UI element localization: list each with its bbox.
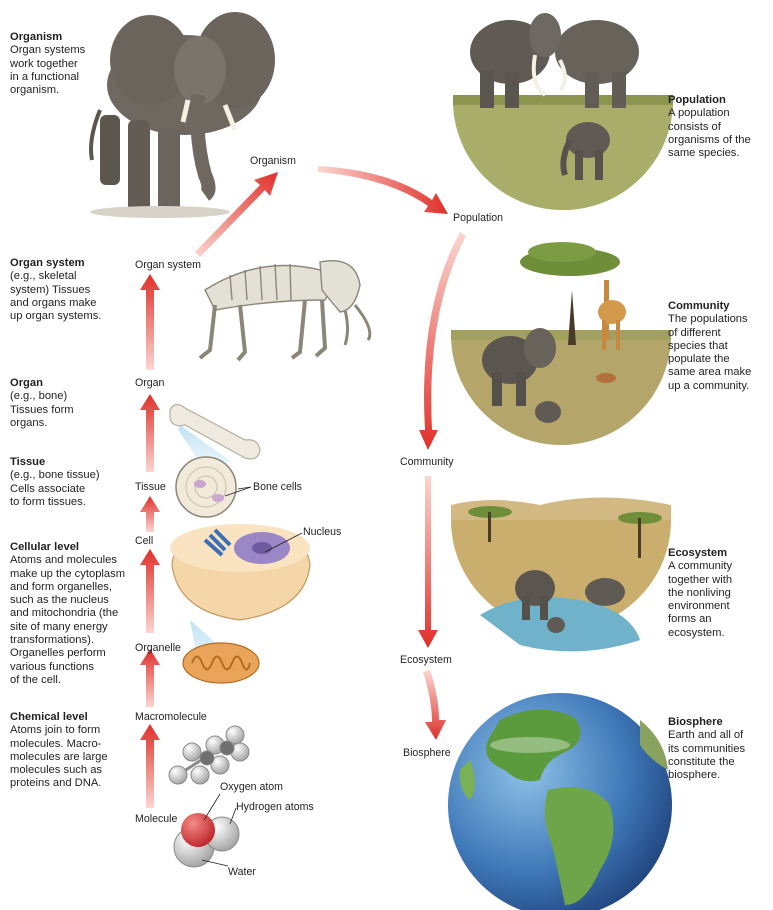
desc-cellular-level-title: Cellular level bbox=[10, 541, 80, 553]
label-biosphere: Biosphere bbox=[403, 747, 451, 759]
label-community: Community bbox=[400, 456, 454, 468]
bone-tissue bbox=[175, 456, 237, 518]
mitochondrion bbox=[182, 642, 260, 684]
desc-organism-title: Organism bbox=[10, 31, 63, 43]
desc-cellular-level: Cellular level Atoms and molecules make … bbox=[10, 541, 125, 687]
desc-organ-body: (e.g., bone) Tissues form organs. bbox=[10, 390, 74, 429]
desc-cellular-level-body: Atoms and molecules make up the cytoplas… bbox=[10, 554, 126, 686]
cell bbox=[170, 524, 311, 672]
desc-community: Community The populations of different s… bbox=[668, 300, 751, 393]
desc-ecosystem-title: Ecosystem bbox=[668, 547, 728, 559]
water-molecule bbox=[173, 793, 240, 868]
label-organelle: Organelle bbox=[135, 642, 181, 654]
earth-globe bbox=[448, 693, 672, 910]
desc-biosphere: Biosphere Earth and all of its communiti… bbox=[668, 716, 745, 782]
desc-organism-body: Organ systems work together in a functio… bbox=[10, 44, 86, 97]
bone-cells-leader-2 bbox=[224, 486, 252, 497]
desc-population-body: A population consists of organisms of th… bbox=[668, 107, 751, 160]
callout-hydrogen-atoms: Hydrogen atoms bbox=[236, 801, 314, 813]
elephant-organism bbox=[89, 12, 275, 218]
label-macromolecule: Macromolecule bbox=[135, 711, 207, 723]
callout-bone-cells: Bone cells bbox=[253, 481, 302, 493]
desc-organ-system-body: (e.g., skeletal system) Tissues and orga… bbox=[10, 270, 102, 323]
elephant-skeleton bbox=[198, 260, 372, 362]
nucleus-leader bbox=[264, 532, 303, 553]
callout-nucleus: Nucleus bbox=[303, 526, 342, 538]
desc-population-title: Population bbox=[668, 94, 726, 106]
desc-tissue-title: Tissue bbox=[10, 456, 46, 468]
callout-water: Water bbox=[228, 866, 256, 878]
desc-biosphere-body: Earth and all of its communities constit… bbox=[668, 729, 746, 782]
label-population: Population bbox=[453, 212, 504, 224]
desc-ecosystem-body: A community together with the nonliving … bbox=[668, 560, 733, 639]
desc-community-body: The populations of different species tha… bbox=[668, 313, 752, 392]
label-cell: Cell bbox=[135, 535, 154, 547]
desc-ecosystem: Ecosystem A community together with the … bbox=[668, 547, 732, 640]
desc-community-title: Community bbox=[668, 300, 730, 312]
left-arrows bbox=[140, 172, 278, 808]
desc-tissue: Tissue (e.g., bone tissue) Cells associa… bbox=[10, 456, 100, 509]
label-tissue: Tissue bbox=[135, 481, 166, 493]
desc-tissue-body: (e.g., bone tissue) Cells associate to f… bbox=[10, 469, 100, 508]
label-organ-system: Organ system bbox=[135, 259, 201, 271]
community-scene bbox=[451, 242, 671, 445]
desc-chemical-level: Chemical level Atoms join to form molecu… bbox=[10, 711, 108, 791]
right-arrows bbox=[318, 166, 466, 740]
desc-population: Population A population consists of orga… bbox=[668, 94, 751, 160]
callout-oxygen-atom: Oxygen atom bbox=[220, 781, 284, 793]
bone-organ bbox=[169, 403, 261, 470]
label-molecule: Molecule bbox=[135, 813, 178, 825]
macromolecule-model bbox=[168, 725, 250, 785]
population-scene bbox=[453, 13, 673, 210]
desc-chemical-level-body: Atoms join to form molecules. Macro- mol… bbox=[10, 724, 108, 790]
desc-organ-system: Organ system (e.g., skeletal system) Tis… bbox=[10, 257, 101, 323]
ecosystem-scene bbox=[451, 497, 671, 652]
desc-organ-title: Organ bbox=[10, 377, 43, 389]
desc-chemical-level-title: Chemical level bbox=[10, 711, 88, 723]
desc-biosphere-title: Biosphere bbox=[668, 716, 723, 728]
label-organ: Organ bbox=[135, 377, 165, 389]
desc-organ: Organ (e.g., bone) Tissues form organs. bbox=[10, 377, 74, 430]
desc-organ-system-title: Organ system bbox=[10, 257, 85, 269]
label-organism: Organism bbox=[250, 155, 296, 167]
label-ecosystem: Ecosystem bbox=[400, 654, 452, 666]
desc-organism: Organism Organ systems work together in … bbox=[10, 31, 85, 97]
